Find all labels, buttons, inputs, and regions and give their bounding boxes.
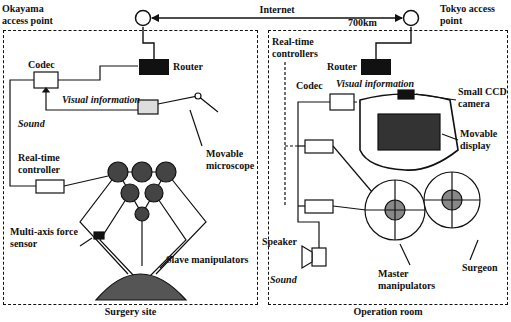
access-point: Tokyo access point <box>402 3 508 27</box>
node-label: Tokyo access point <box>440 3 508 27</box>
joint <box>195 93 201 99</box>
callout-label: Real-time controllers <box>272 36 340 60</box>
callout-label: Visual information <box>336 78 414 90</box>
microscope-arm <box>158 96 218 112</box>
callout-label: Multi-axis force sensor <box>10 226 92 250</box>
connector <box>143 27 154 59</box>
microscope <box>138 100 158 114</box>
leader-line <box>80 238 92 246</box>
leader-line <box>190 110 202 146</box>
callout-label: Movable microscope <box>206 148 258 172</box>
callout-label: Small CCD camera <box>458 86 508 110</box>
wire <box>298 145 305 146</box>
leader-line <box>284 62 285 206</box>
callout-label: Sound <box>18 118 45 130</box>
callout-label: Real-time controller <box>18 152 80 176</box>
ccd-camera <box>398 90 414 99</box>
leader-line <box>442 134 458 140</box>
node-label: Router <box>173 61 203 73</box>
force-sensor <box>94 232 104 239</box>
controller-box <box>36 180 64 193</box>
bus-wire <box>298 102 330 248</box>
region-label: Surgery site <box>4 306 257 318</box>
edge-label: Internet <box>258 4 297 16</box>
callout-label: Movable display <box>460 128 508 152</box>
leader-line <box>400 244 410 265</box>
router-box <box>361 59 391 75</box>
router-box <box>139 59 169 75</box>
node-label: Router <box>327 61 357 73</box>
controller-box <box>305 140 333 153</box>
movable-display <box>378 114 440 150</box>
region-label: Operation room <box>269 306 507 318</box>
arrow-head <box>43 88 49 92</box>
callout-label: Slave manipulators <box>166 254 254 266</box>
leader-line <box>416 94 456 100</box>
callout-label: Sound <box>270 274 297 286</box>
callout-label: Visual information <box>62 94 140 106</box>
codec-box <box>34 72 58 88</box>
speaker <box>312 248 326 266</box>
node-label: Okayama access point <box>2 3 70 27</box>
patient <box>96 274 186 300</box>
callout-label: Master manipulators <box>378 268 454 292</box>
wire <box>58 66 138 80</box>
callout-label: Codec <box>28 59 55 71</box>
callout-label: Codec <box>296 80 323 92</box>
access-point: Okayama access point <box>2 3 152 27</box>
leader-line <box>470 240 478 260</box>
wire <box>298 205 305 206</box>
callout-label: Speaker <box>262 236 297 248</box>
codec-box <box>330 94 354 110</box>
controller-box <box>305 200 333 213</box>
master-manipulators <box>365 172 480 240</box>
visual-wire <box>46 90 150 110</box>
callout-label: Surgeon <box>462 262 498 274</box>
router: Router <box>139 59 203 75</box>
wire <box>333 206 366 210</box>
callout-label: 700km <box>348 17 377 29</box>
wire <box>64 176 108 186</box>
router: Router <box>327 59 391 75</box>
connector <box>376 27 411 59</box>
access-point-circle <box>134 9 152 27</box>
display-hood <box>360 94 458 170</box>
speaker-cone <box>302 246 312 268</box>
leader-line <box>285 145 298 146</box>
access-point-circle <box>402 9 420 27</box>
